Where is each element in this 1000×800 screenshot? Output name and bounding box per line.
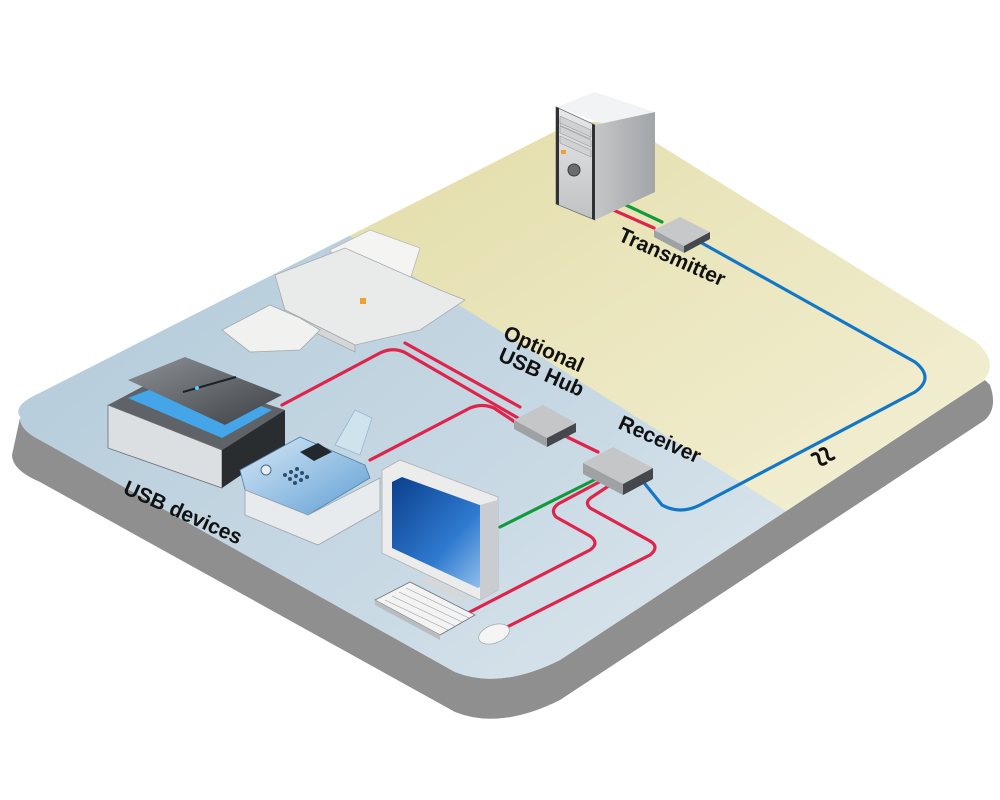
flatbed-scanner-cable (280, 348, 520, 420)
flatbed-scanner (107, 357, 285, 489)
fax-machine (239, 409, 381, 546)
cable-break-marker (810, 447, 836, 466)
mouse (478, 623, 510, 645)
zone-local (340, 120, 991, 520)
tower-side (595, 112, 655, 220)
power-led-icon (561, 150, 566, 154)
transmitter-box (654, 217, 710, 253)
monitor-video-cable (498, 475, 602, 529)
brand-badge-icon (360, 298, 366, 304)
keyboard-cable (464, 478, 605, 616)
power-button-icon (567, 163, 581, 177)
usb-hub-box (514, 405, 576, 447)
keyboard (374, 581, 476, 640)
hub-receiver-cable (563, 434, 600, 454)
mouse-cable (503, 483, 657, 630)
doc-scanner-cable (403, 341, 522, 409)
receiver-box (583, 447, 653, 495)
link-cable (643, 240, 927, 512)
cables (280, 196, 927, 630)
document-scanner (221, 229, 466, 353)
fax-cable (368, 403, 520, 462)
server-tower (555, 92, 655, 221)
platform-edge (12, 380, 994, 719)
monitor (381, 459, 499, 603)
